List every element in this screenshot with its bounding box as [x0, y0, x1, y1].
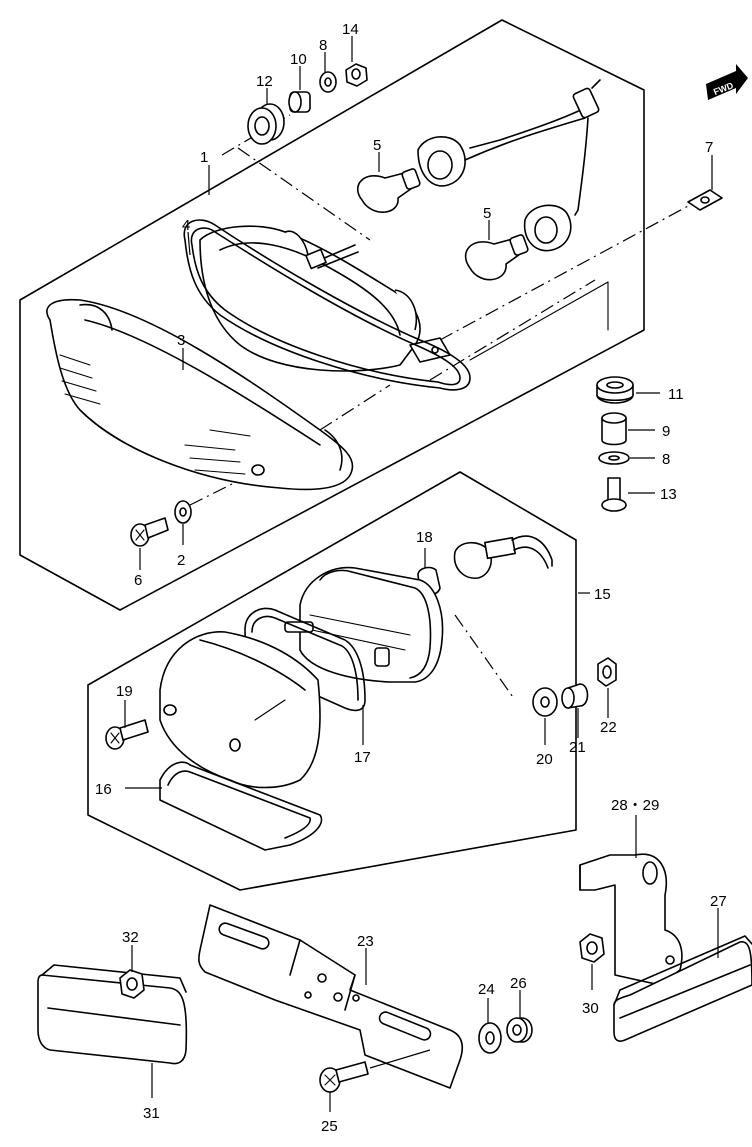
- callout-17: 17: [354, 749, 371, 766]
- callout-9: 9: [662, 423, 670, 440]
- license-lamp-housing: [284, 566, 444, 683]
- collar-part-10: [288, 91, 311, 113]
- callout-10: 10: [290, 51, 307, 68]
- leader-lines: [124, 36, 719, 1112]
- callout-23: 23: [357, 933, 374, 950]
- lens-part-16: [159, 631, 323, 851]
- callout-6: 6: [134, 572, 142, 589]
- bracket-part-23: [198, 904, 464, 1089]
- callout-15: 15: [594, 586, 611, 603]
- callout-2: 2: [177, 552, 185, 569]
- callout-22: 22: [600, 719, 617, 736]
- callout-24: 24: [478, 981, 495, 998]
- washer-part-8b: [598, 451, 630, 465]
- callout-14: 14: [342, 21, 359, 38]
- callout-5b: 5: [483, 205, 491, 222]
- callout-16: 16: [95, 781, 112, 798]
- callout-8a: 8: [319, 37, 327, 54]
- license-bulb-socket: [453, 535, 553, 579]
- callout-12: 12: [256, 73, 273, 90]
- bulb-part-5a: [356, 168, 421, 213]
- callout-19: 19: [116, 683, 133, 700]
- callout-20: 20: [536, 751, 553, 768]
- callout-18: 18: [416, 529, 433, 546]
- callout-31: 31: [143, 1105, 160, 1122]
- callout-labels: 1 2 3 4 5 5 6 7 8 8 9 10 11 12 13 14 15 …: [95, 21, 727, 1135]
- alignment-line: [454, 614, 516, 701]
- collar-part-9: [601, 412, 627, 446]
- frame-inner-line: [469, 281, 609, 361]
- bulb-socket-upper: [417, 107, 586, 187]
- alignment-line: [319, 384, 391, 431]
- nut-part-22: [597, 657, 617, 687]
- bracket-part-28-29: [579, 853, 683, 986]
- nut-part-32: [119, 969, 145, 999]
- screw-part-25: [319, 1061, 369, 1093]
- bulb-part-5b: [464, 234, 529, 281]
- callout-25: 25: [321, 1118, 338, 1135]
- clip-part-7: [687, 189, 723, 211]
- alignment-line: [429, 279, 596, 381]
- washer-part-20: [532, 687, 558, 717]
- callout-3: 3: [177, 332, 185, 349]
- washer-part-2: [174, 500, 192, 524]
- gasket-part-4: [183, 219, 471, 391]
- callout-21: 21: [569, 739, 586, 756]
- nut-part-14: [345, 63, 368, 87]
- nut-part-30: [579, 933, 605, 963]
- callout-1: 1: [200, 149, 208, 166]
- callout-11: 11: [668, 386, 684, 403]
- lens-part-3: [46, 298, 354, 491]
- grommet-part-11: [596, 376, 634, 404]
- bulb-socket-lower: [523, 204, 572, 252]
- bolt-part-13: [601, 477, 627, 512]
- screw-part-19: [105, 719, 149, 750]
- wire-connector: [572, 79, 601, 216]
- collar-part-21: [561, 683, 589, 709]
- callout-32: 32: [122, 929, 139, 946]
- alignment-line: [237, 147, 371, 241]
- upper-assembly-frame: [19, 19, 645, 611]
- alignment-line: [439, 204, 691, 341]
- reflector-part-31: [37, 964, 188, 1065]
- callout-13: 13: [660, 486, 677, 503]
- fwd-arrow-badge: FWD: [706, 64, 748, 100]
- screw-part-6: [130, 517, 169, 547]
- collar-part-26: [506, 1017, 533, 1043]
- washer-part-24: [478, 1022, 502, 1054]
- callout-28-29: 28・29: [611, 797, 659, 814]
- callout-8b: 8: [662, 451, 670, 468]
- reflector-part-27: [613, 935, 752, 1042]
- callout-26: 26: [510, 975, 527, 992]
- license-lamp-frame: [87, 471, 577, 891]
- callout-5a: 5: [373, 137, 381, 154]
- callout-4: 4: [182, 217, 190, 234]
- callout-27: 27: [710, 893, 727, 910]
- grommet-part-12: [247, 103, 285, 145]
- callout-7: 7: [705, 139, 713, 156]
- callout-30: 30: [582, 1000, 599, 1017]
- leader-line: [369, 1049, 431, 1069]
- washer-part-8: [319, 71, 337, 93]
